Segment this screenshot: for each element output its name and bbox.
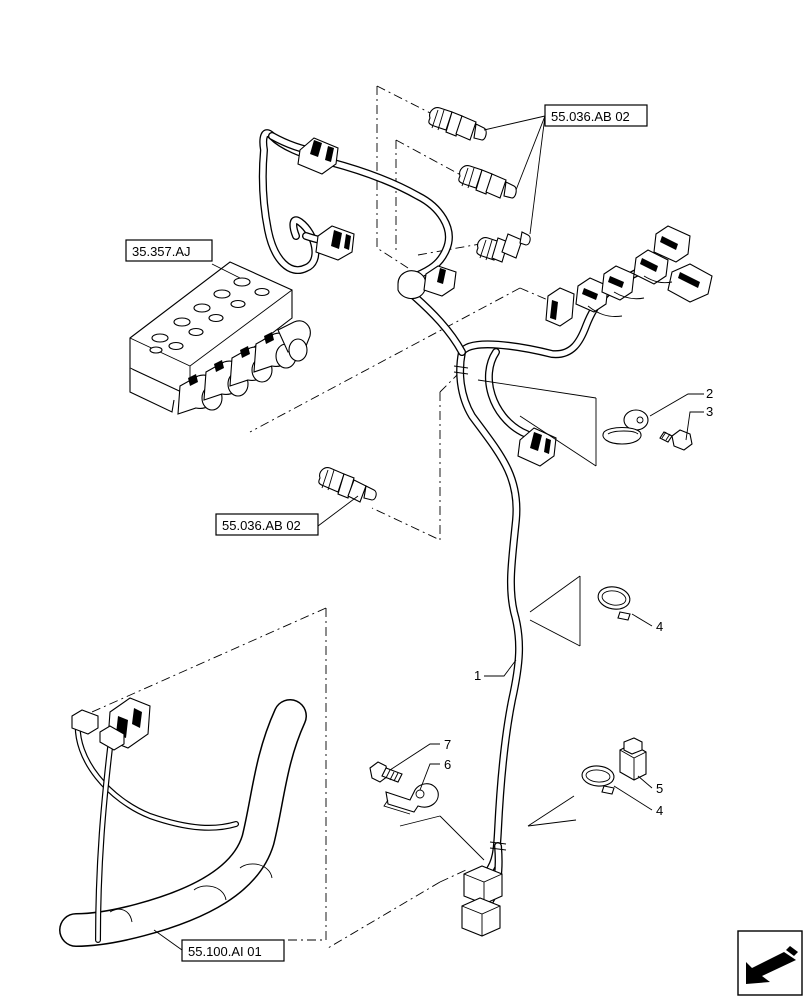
- bracket[interactable]: [619, 737, 647, 781]
- harness-connector-top[interactable]: [297, 137, 339, 175]
- ref-label-bottom: 55.100.AI 01: [188, 944, 262, 959]
- cable-tie-lower[interactable]: [581, 765, 615, 795]
- callout-5[interactable]: 5: [656, 781, 663, 796]
- harness-junction[interactable]: [397, 265, 457, 300]
- ref-box-mid[interactable]: 55.036.AB 02: [215, 513, 319, 536]
- navigation-arrow-icon[interactable]: [737, 930, 803, 996]
- leader-lines: [153, 115, 704, 951]
- bolt[interactable]: [369, 761, 403, 783]
- connector-bank[interactable]: [545, 225, 713, 327]
- harness-connector-loop[interactable]: [315, 225, 355, 261]
- p-clip[interactable]: [602, 409, 649, 445]
- callouts: 1 2 3 4 4 5 6 7: [444, 386, 713, 818]
- callout-3[interactable]: 3: [706, 404, 713, 419]
- ref-box-bottom[interactable]: 55.100.AI 01: [181, 939, 285, 962]
- ref-box-valve[interactable]: 35.357.AJ: [125, 239, 213, 262]
- callout-7[interactable]: 7: [444, 737, 451, 752]
- cable-tie-upper[interactable]: [596, 584, 631, 621]
- callout-4-lower[interactable]: 4: [656, 803, 663, 818]
- callout-1[interactable]: 1: [474, 668, 481, 683]
- pressure-sensor-3[interactable]: [476, 231, 531, 263]
- harness-plug-bottom[interactable]: [461, 865, 503, 937]
- callout-6[interactable]: 6: [444, 757, 451, 772]
- callout-2[interactable]: 2: [706, 386, 713, 401]
- pressure-sensor-2[interactable]: [458, 165, 517, 199]
- ref-label-mid: 55.036.AB 02: [222, 518, 301, 533]
- pressure-sensor-1[interactable]: [428, 107, 487, 141]
- inset-main-harness[interactable]: [59, 697, 307, 947]
- ref-box-top[interactable]: 55.036.AB 02: [544, 104, 648, 127]
- harness-connector-mid[interactable]: [517, 427, 557, 467]
- p-clamp[interactable]: [383, 783, 439, 815]
- control-valve-block[interactable]: [129, 261, 311, 415]
- ref-label-valve: 35.357.AJ: [132, 244, 191, 259]
- callout-4-upper[interactable]: 4: [656, 619, 663, 634]
- ref-label-top: 55.036.AB 02: [551, 109, 630, 124]
- pressure-sensor-4[interactable]: [318, 467, 377, 503]
